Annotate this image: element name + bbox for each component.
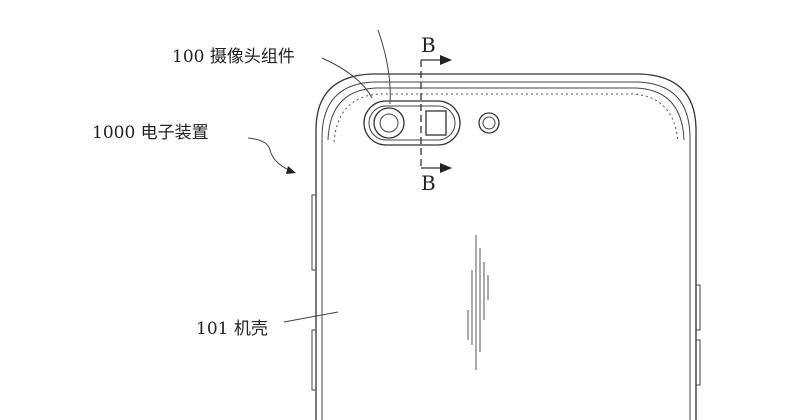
camera-module-inner <box>368 105 456 141</box>
label-housing: 101 机壳 <box>196 319 268 339</box>
camera-lens-inner <box>379 113 399 133</box>
housing-outline <box>315 73 697 420</box>
camera-module-outer <box>363 100 461 146</box>
leader-housing <box>283 311 339 323</box>
leader-arrow-head <box>286 166 296 174</box>
leader-camera-assembly <box>321 57 373 99</box>
sensor-outer <box>478 112 500 134</box>
surface-shading <box>467 235 489 370</box>
label-electronic-device: 1000 电子装置 <box>92 123 209 143</box>
housing-inner-contour-1 <box>321 81 691 420</box>
label-camera-assembly: 100 摄像头组件 <box>172 47 295 67</box>
section-label-top: B <box>421 33 436 57</box>
housing-dotted-rim <box>333 93 679 143</box>
section-label-bottom: B <box>421 171 436 195</box>
leader-electronic-device <box>247 137 295 173</box>
leader-camera-curve <box>377 29 391 105</box>
section-arrow-top-head <box>440 55 452 65</box>
right-side-button-upper <box>696 284 701 331</box>
left-side-button-lower <box>311 329 316 391</box>
section-arrow-bottom-head <box>440 163 452 173</box>
camera-lens-outer <box>373 107 405 139</box>
sensor-inner <box>482 116 496 130</box>
right-side-button-lower <box>696 339 701 386</box>
camera-flash-window <box>425 110 447 136</box>
housing-inner-contour-2 <box>327 87 685 141</box>
left-side-button-upper <box>311 194 316 271</box>
